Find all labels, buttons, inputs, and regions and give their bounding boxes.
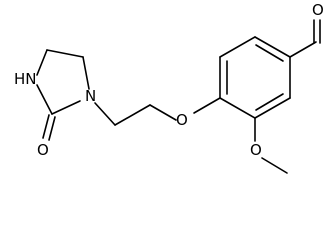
aldehyde-group: O: [289, 1, 324, 58]
methoxy-group: O: [250, 117, 288, 174]
bond-ch2-to-ch2: [114, 104, 151, 126]
bond-ch2-to-ring-n: [94, 102, 116, 126]
methoxy-oxygen-label: O: [250, 141, 262, 159]
bond-c-upper-to-c-left: [46, 49, 84, 58]
bond-ring-c6-c1: [219, 36, 256, 58]
bond-carbonyl-double-a: [42, 114, 50, 139]
ether-oxygen-label: O: [176, 111, 188, 129]
aldehyde-oxygen-label: O: [312, 1, 324, 19]
bond-n1-to-c-upper: [82, 56, 90, 90]
bond-carbonyl-double-b: [48, 116, 56, 141]
bond-c-left-to-nh: [36, 49, 48, 76]
benzene-ring: [219, 36, 291, 119]
bond-ring-c3-c4: [254, 97, 291, 119]
imidazolidinone-ring: N HN: [14, 49, 96, 115]
bond-carbonyl-c-to-n1: [51, 100, 81, 115]
carbonyl-oxygen-label: O: [37, 141, 49, 159]
bond-ring-double-1: [255, 44, 284, 62]
ether-chain: O: [94, 97, 221, 129]
bond-ring-c4-c5: [219, 97, 256, 119]
bond-ring-c1-c2: [254, 36, 291, 58]
bond-methoxy-o-to-ch3: [261, 157, 288, 174]
ring-nitrogen-label: N: [85, 87, 96, 105]
bond-ring-double-2: [255, 93, 284, 111]
bond-ring-to-ether-o: [193, 97, 221, 114]
chemical-structure-diagram: O O O N HN O: [14, 1, 324, 174]
bond-nh-to-carbonyl-c: [36, 84, 53, 115]
nh-label: HN: [14, 70, 37, 88]
bond-ether-o-to-ch2: [149, 104, 177, 121]
bond-ring-to-cho: [289, 41, 317, 58]
urea-carbonyl: O: [37, 114, 56, 159]
